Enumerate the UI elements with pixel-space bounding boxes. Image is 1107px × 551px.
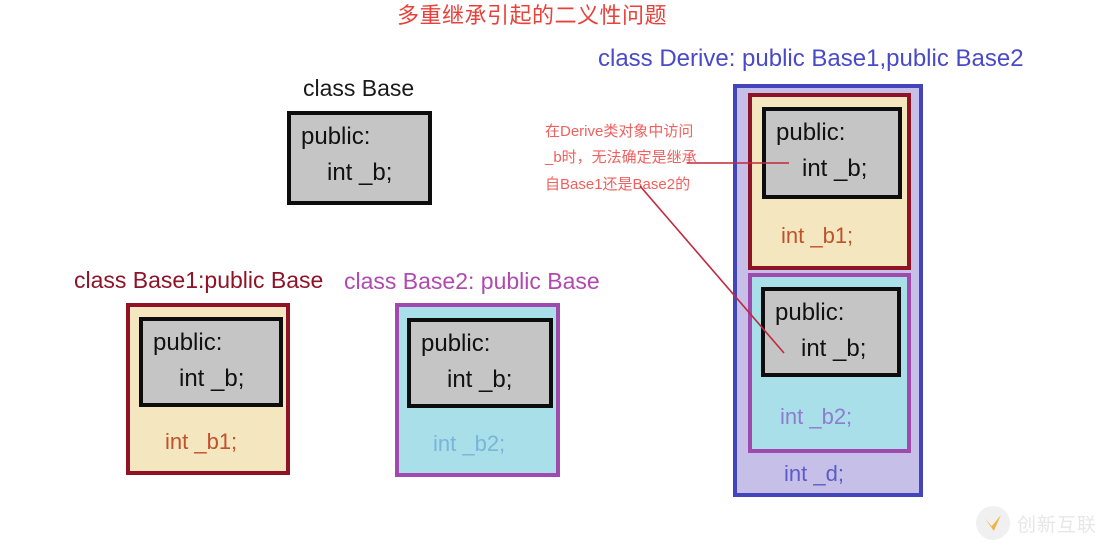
derive-subobject-base2: public: int _b; int _b2; bbox=[748, 273, 911, 453]
class-box-base2: public: int _b; int _b2; bbox=[395, 303, 560, 477]
derive-own-member-d: int _d; bbox=[784, 461, 844, 486]
caption-class-base1: class Base1:public Base bbox=[74, 267, 324, 293]
watermark: 创新互联 bbox=[976, 503, 1100, 543]
base2-own-member-b2: int _b2; bbox=[433, 431, 506, 456]
ambiguity-annotation: 在Derive类对象中访问 _b时，无法确定是继承 自Base1还是Base2的 bbox=[545, 119, 730, 198]
base1-inherited-base-block: public: int _b; bbox=[139, 317, 283, 407]
class-box-base1: public: int _b; int _b1; bbox=[126, 303, 290, 475]
base2-member-b: int _b; bbox=[447, 366, 513, 393]
annotation-line-2: _b时，无法确定是继承 bbox=[545, 149, 697, 167]
base1-member-b: int _b; bbox=[179, 365, 245, 392]
page-title: 多重继承引起的二义性问题 bbox=[397, 3, 668, 28]
derive-base2-public-label: public: bbox=[775, 299, 845, 326]
derive-base1-inherited-base-block: public: int _b; bbox=[762, 107, 902, 199]
class-box-derive: public: int _b; int _b1; public: int _b;… bbox=[733, 84, 923, 497]
caption-class-base: class Base bbox=[303, 75, 415, 101]
derive-base1-own-member-b1: int _b1; bbox=[781, 223, 854, 248]
caption-class-derive: class Derive: public Base1,public Base2 bbox=[598, 45, 1024, 72]
check-circle-icon bbox=[976, 506, 1010, 540]
annotation-line-3: 自Base1还是Base2的 bbox=[545, 175, 691, 193]
derive-base2-inherited-base-block: public: int _b; bbox=[761, 287, 901, 377]
base1-own-member-b1: int _b1; bbox=[165, 429, 238, 454]
base2-public-label: public: bbox=[421, 330, 491, 357]
base-public-label: public: bbox=[301, 123, 371, 150]
watermark-text: 创新互联 bbox=[1017, 514, 1098, 536]
class-box-base: public: int _b; bbox=[287, 111, 432, 205]
derive-base1-member-b: int _b; bbox=[802, 155, 868, 182]
base1-public-label: public: bbox=[153, 329, 223, 356]
caption-class-base2: class Base2: public Base bbox=[344, 268, 600, 294]
base-member-b: int _b; bbox=[327, 159, 393, 186]
derive-base2-own-member-b2: int _b2; bbox=[780, 404, 853, 429]
base2-inherited-base-block: public: int _b; bbox=[407, 318, 553, 408]
derive-base2-member-b: int _b; bbox=[801, 335, 867, 362]
derive-subobject-base1: public: int _b; int _b1; bbox=[748, 93, 911, 270]
annotation-line-1: 在Derive类对象中访问 bbox=[545, 123, 694, 140]
derive-base1-public-label: public: bbox=[776, 119, 846, 146]
